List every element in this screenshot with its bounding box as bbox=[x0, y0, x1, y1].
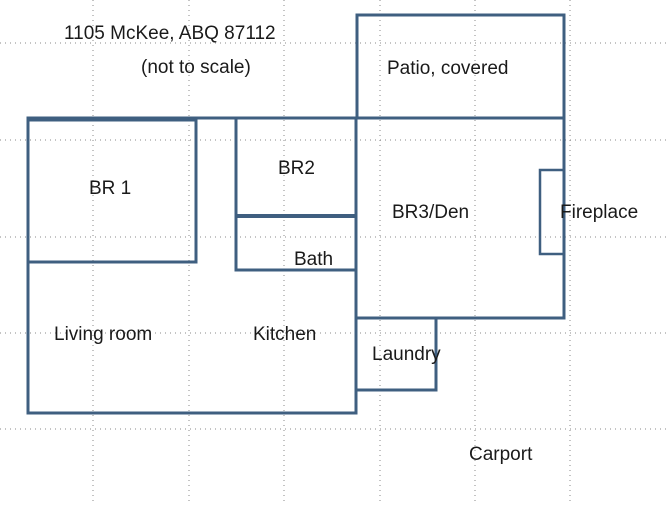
room-label-laundry: Laundry bbox=[372, 344, 441, 365]
room-label-patio: Patio, covered bbox=[387, 58, 508, 79]
room-label-bath: Bath bbox=[294, 249, 333, 270]
room-label-carport: Carport bbox=[469, 444, 533, 465]
room-label-br1: BR 1 bbox=[89, 178, 131, 199]
address-title: 1105 McKee, ABQ 87112 bbox=[64, 23, 276, 44]
room-label-living: Living room bbox=[54, 324, 152, 345]
laundry-outline bbox=[356, 316, 438, 392]
room-label-kitchen: Kitchen bbox=[253, 324, 316, 345]
br2-wall bbox=[234, 118, 356, 272]
fireplace-outline bbox=[538, 168, 566, 256]
br1-outline bbox=[26, 118, 198, 264]
room-label-br3: BR3/Den bbox=[392, 202, 469, 223]
walls bbox=[26, 13, 566, 415]
room-label-fireplace: Fireplace bbox=[560, 202, 638, 223]
room-label-br2: BR2 bbox=[278, 158, 315, 179]
scale-note: (not to scale) bbox=[141, 57, 251, 78]
